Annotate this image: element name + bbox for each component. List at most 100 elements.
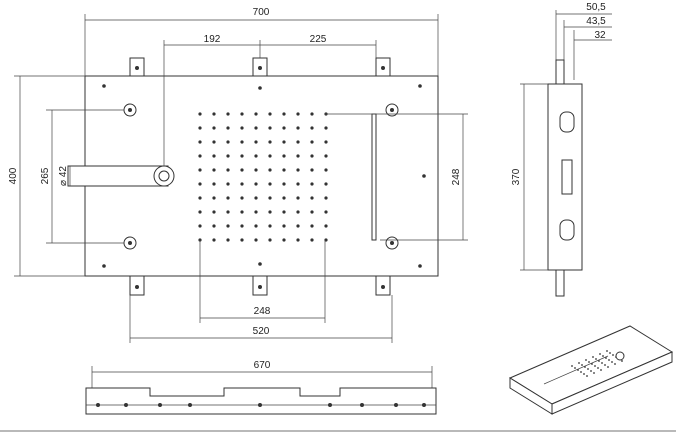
nozzle — [226, 210, 230, 214]
iso-nozzle — [607, 366, 609, 368]
nozzle — [212, 126, 216, 130]
nozzle — [254, 196, 258, 200]
nozzle — [254, 154, 258, 158]
nozzle — [282, 112, 286, 116]
iso-nozzle — [585, 359, 587, 361]
nozzle — [226, 154, 230, 158]
nozzle — [254, 168, 258, 172]
nozzle — [324, 210, 328, 214]
nozzle — [268, 182, 272, 186]
bottom-screws — [96, 403, 426, 407]
iso-nozzle — [609, 352, 611, 354]
nozzle — [240, 238, 244, 242]
iso-nozzle — [571, 365, 573, 367]
dim-overall-height: 400 — [8, 167, 19, 184]
nozzle — [198, 182, 202, 186]
dim-overall-width: 700 — [253, 7, 270, 18]
nozzle — [296, 224, 300, 228]
nozzle — [268, 140, 272, 144]
nozzle — [240, 126, 244, 130]
nozzle — [282, 126, 286, 130]
nozzle — [212, 238, 216, 242]
nozzle — [226, 238, 230, 242]
iso-nozzle — [592, 356, 594, 358]
light-strip — [371, 113, 377, 241]
iso-nozzle — [574, 367, 576, 369]
iso-nozzle — [608, 359, 610, 361]
nozzle — [310, 224, 314, 228]
nozzle — [254, 238, 258, 242]
nozzle — [212, 154, 216, 158]
dim-side-depth-3: 32 — [594, 30, 606, 41]
nozzle — [310, 154, 314, 158]
nozzle — [324, 196, 328, 200]
side-view: 50,5 43,5 32 370 — [511, 2, 612, 297]
nozzle — [282, 154, 286, 158]
iso-nozzle — [599, 353, 601, 355]
dim-mount-width: 520 — [253, 326, 270, 337]
nozzle — [268, 112, 272, 116]
nozzle — [296, 154, 300, 158]
nozzle — [324, 126, 328, 130]
nozzle — [296, 112, 300, 116]
nozzle — [198, 168, 202, 172]
iso-nozzle — [587, 368, 589, 370]
nozzle — [310, 168, 314, 172]
nozzle — [282, 210, 286, 214]
nozzle — [240, 196, 244, 200]
iso-nozzle — [621, 360, 623, 362]
nozzle — [198, 112, 202, 116]
nozzle — [226, 224, 230, 228]
nozzle — [296, 126, 300, 130]
dim-spray-width: 248 — [254, 306, 271, 317]
nozzle — [226, 168, 230, 172]
nozzle — [240, 140, 244, 144]
nozzle — [240, 168, 244, 172]
dim-bottom-width: 670 — [254, 360, 271, 371]
nozzle — [226, 182, 230, 186]
side-inlet — [561, 159, 573, 195]
isometric-view — [508, 325, 674, 415]
nozzle — [212, 210, 216, 214]
nozzle — [198, 224, 202, 228]
dim-side-depth-2: 43,5 — [586, 16, 606, 27]
iso-nozzle — [612, 354, 614, 356]
nozzle — [268, 154, 272, 158]
nozzle — [254, 210, 258, 214]
nozzle — [282, 224, 286, 228]
nozzle — [198, 126, 202, 130]
nozzle — [198, 140, 202, 144]
nozzle — [226, 140, 230, 144]
iso-nozzle — [581, 364, 583, 366]
nozzle — [268, 168, 272, 172]
side-slot-top — [559, 111, 575, 133]
nozzle — [296, 168, 300, 172]
nozzle — [282, 182, 286, 186]
nozzle — [310, 210, 314, 214]
iso-nozzle — [597, 367, 599, 369]
nozzle — [324, 224, 328, 228]
nozzle — [198, 196, 202, 200]
nozzle — [212, 112, 216, 116]
dim-right-offset: 225 — [310, 34, 327, 45]
nozzle — [268, 238, 272, 242]
nozzle — [198, 210, 202, 214]
dim-left-offset: 192 — [204, 34, 221, 45]
nozzle — [310, 196, 314, 200]
nozzle — [282, 168, 286, 172]
iso-nozzle — [611, 361, 613, 363]
nozzle — [296, 182, 300, 186]
nozzle — [212, 140, 216, 144]
iso-nozzle — [606, 350, 608, 352]
dim-spray-height: 248 — [451, 168, 462, 185]
bottom-frame — [85, 387, 437, 415]
nozzle-grid — [198, 112, 328, 242]
nozzle — [296, 196, 300, 200]
nozzle — [268, 210, 272, 214]
nozzle — [268, 196, 272, 200]
nozzle — [268, 126, 272, 130]
nozzle — [324, 154, 328, 158]
tab-holes — [135, 66, 385, 289]
dim-mount-height: 265 — [40, 167, 51, 184]
iso-nozzle — [595, 358, 597, 360]
